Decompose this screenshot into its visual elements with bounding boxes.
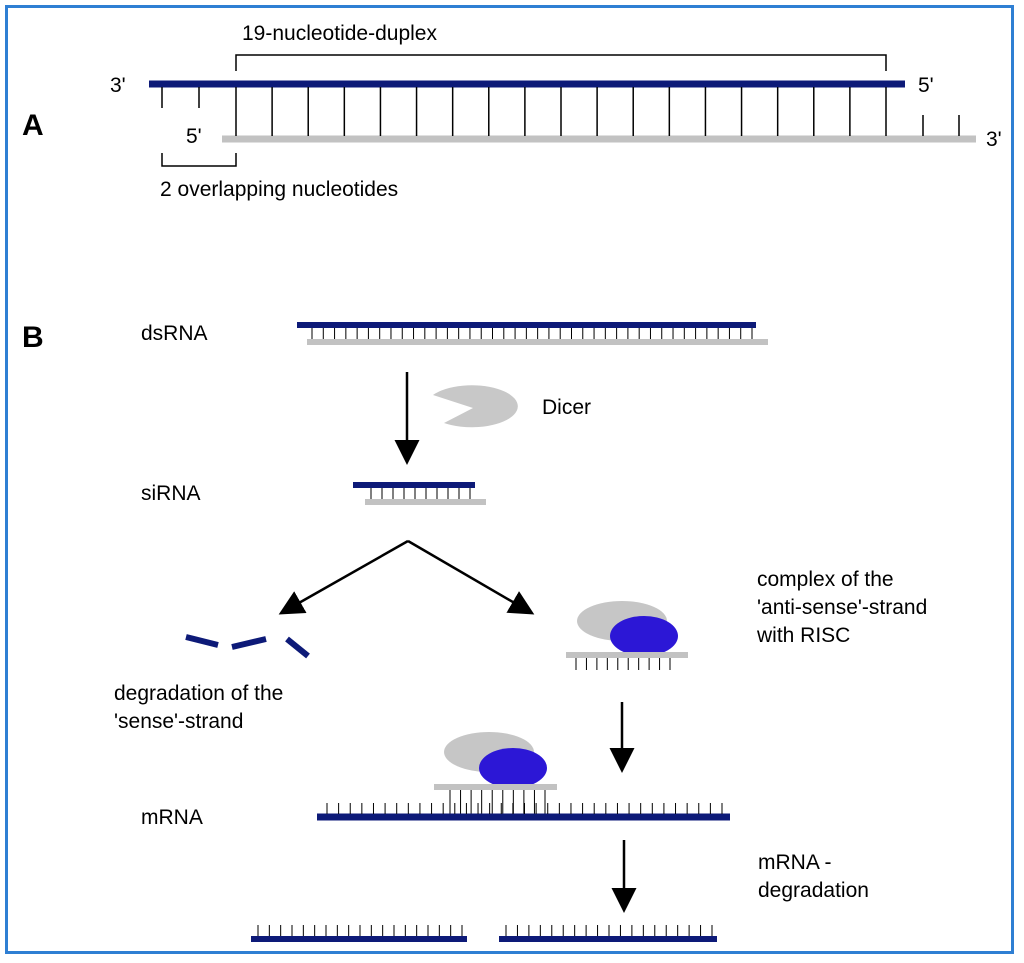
degradation-label-line2: 'sense'-strand [114, 710, 243, 733]
panel-a-label: A [22, 109, 44, 142]
duplex-bracket [235, 54, 887, 71]
panel-b-label: B [22, 321, 44, 354]
mrna-label: mRNA [141, 806, 203, 829]
sense-fragment-3 [285, 636, 310, 659]
arrow-to-risc [407, 539, 535, 615]
figure-frame [5, 5, 1014, 954]
bottom-right-end-label: 3' [986, 128, 1002, 151]
bound-risc-protein-dark [479, 748, 547, 788]
top-left-end-label: 3' [110, 74, 126, 97]
risc-label-line2: 'anti-sense'-strand [757, 596, 927, 619]
mrna-degradation-line1: mRNA - [758, 851, 832, 874]
mrna-degradation-line2: degradation [758, 879, 869, 902]
risc-label-line1: complex of the [757, 568, 894, 591]
risc-protein-dark [610, 616, 678, 656]
mrna-ticks [326, 803, 723, 814]
risc-label-line3: with RISC [756, 624, 850, 647]
dicer-label: Dicer [542, 396, 591, 419]
dsrna-ticks [311, 328, 753, 339]
base-pair-ticks [161, 87, 960, 136]
dsrna-label: dsRNA [141, 322, 208, 345]
overlap-label: 2 overlapping nucleotides [160, 178, 398, 201]
risc-ticks [575, 658, 671, 670]
arrow-to-degradation [278, 539, 409, 615]
dicer-shape [433, 385, 518, 428]
sirna-label: siRNA [141, 482, 201, 505]
mrna-fragment-ticks [257, 925, 713, 936]
degradation-label-line1: degradation of the [114, 682, 283, 705]
bottom-left-end-label: 5' [186, 125, 202, 148]
overlap-bracket [161, 153, 237, 167]
bound-ticks [449, 790, 546, 814]
sense-fragment-2 [231, 636, 267, 650]
duplex-label: 19-nucleotide-duplex [242, 22, 437, 45]
sirna-ticks [370, 488, 471, 499]
top-right-end-label: 5' [918, 74, 934, 97]
sense-fragment-1 [185, 634, 219, 648]
